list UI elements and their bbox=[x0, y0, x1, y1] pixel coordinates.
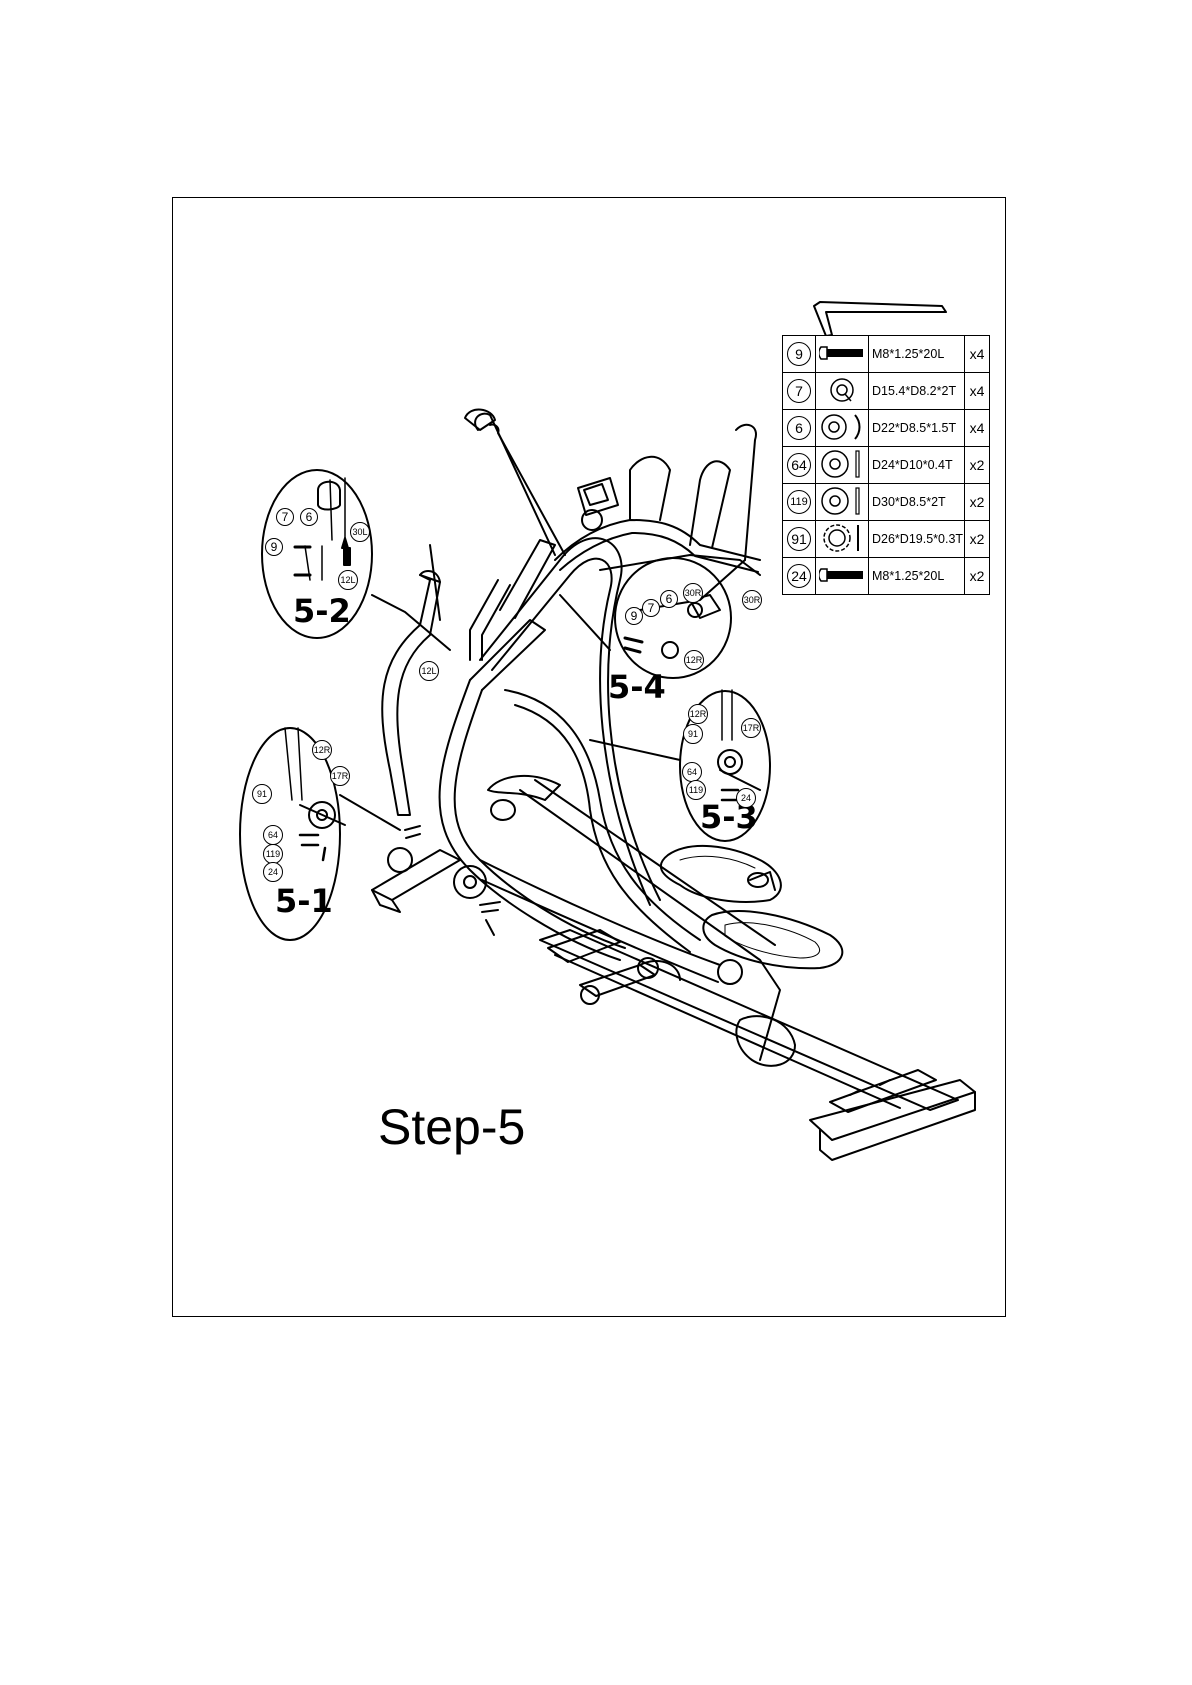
part-callout: 119 bbox=[686, 780, 706, 800]
part-number: 24 bbox=[783, 558, 816, 595]
part-callout: 30R bbox=[742, 590, 762, 610]
part-quantity: x4 bbox=[965, 410, 990, 447]
detail-label-5-4: 5-4 bbox=[608, 668, 666, 706]
part-callout: 9 bbox=[265, 538, 283, 556]
part-callout: 30L bbox=[350, 522, 370, 542]
part-number-badge: 6 bbox=[787, 416, 811, 440]
part-callout: 12L bbox=[338, 570, 358, 590]
part-number-badge: 119 bbox=[787, 490, 811, 514]
part-number: 91 bbox=[783, 521, 816, 558]
part-spec: M8*1.25*20L bbox=[869, 558, 965, 595]
part-quantity: x2 bbox=[965, 558, 990, 595]
part-number: 6 bbox=[783, 410, 816, 447]
part-number-badge: 91 bbox=[787, 527, 811, 551]
part-callout: 12R bbox=[684, 650, 704, 670]
part-number-badge: 7 bbox=[787, 379, 811, 403]
flat-washer-icon bbox=[816, 447, 869, 484]
part-quantity: x2 bbox=[965, 447, 990, 484]
step-title: Step-5 bbox=[378, 1098, 525, 1156]
part-callout: 30R bbox=[683, 583, 703, 603]
part-callout: 6 bbox=[300, 508, 318, 526]
part-spec: D22*D8.5*1.5T bbox=[869, 410, 965, 447]
part-spec: D30*D8.5*2T bbox=[869, 484, 965, 521]
part-callout: 9 bbox=[625, 607, 643, 625]
part-callout: 12R bbox=[688, 704, 708, 724]
part-spec: M8*1.25*20L bbox=[869, 336, 965, 373]
wave-washer-icon bbox=[816, 521, 869, 558]
curved-washer-icon bbox=[816, 410, 869, 447]
part-callout: 91 bbox=[252, 784, 272, 804]
part-number: 9 bbox=[783, 336, 816, 373]
part-spec: D24*D10*0.4T bbox=[869, 447, 965, 484]
part-number-badge: 24 bbox=[787, 564, 811, 588]
part-callout: 12R bbox=[312, 740, 332, 760]
part-callout: 91 bbox=[683, 724, 703, 744]
part-quantity: x4 bbox=[965, 336, 990, 373]
part-callout: 24 bbox=[736, 788, 756, 808]
detail-label-5-1: 5-1 bbox=[275, 882, 333, 920]
part-number: 7 bbox=[783, 373, 816, 410]
part-callout: 7 bbox=[276, 508, 294, 526]
spring-washer-icon bbox=[816, 373, 869, 410]
part-quantity: x4 bbox=[965, 373, 990, 410]
part-callout: 24 bbox=[263, 862, 283, 882]
part-quantity: x2 bbox=[965, 484, 990, 521]
allen-wrench-icon bbox=[814, 302, 946, 336]
part-callout: 119 bbox=[263, 844, 283, 864]
part-callout: 6 bbox=[660, 590, 678, 608]
part-quantity: x2 bbox=[965, 521, 990, 558]
part-spec: D15.4*D8.2*2T bbox=[869, 373, 965, 410]
part-callout: 17R bbox=[330, 766, 350, 786]
part-number-badge: 64 bbox=[787, 453, 811, 477]
part-spec: D26*D19.5*0.3T bbox=[869, 521, 965, 558]
part-callout: 64 bbox=[263, 825, 283, 845]
part-callout: 17R bbox=[741, 718, 761, 738]
part-callout: 64 bbox=[682, 762, 702, 782]
bolt-icon bbox=[816, 558, 869, 595]
part-number: 119 bbox=[783, 484, 816, 521]
flat-washer-icon bbox=[816, 484, 869, 521]
bolt-icon bbox=[816, 336, 869, 373]
part-number: 64 bbox=[783, 447, 816, 484]
part-callout: 7 bbox=[642, 599, 660, 617]
part-number-badge: 9 bbox=[787, 342, 811, 366]
part-callout: 12L bbox=[419, 661, 439, 681]
detail-label-5-2: 5-2 bbox=[293, 592, 351, 630]
